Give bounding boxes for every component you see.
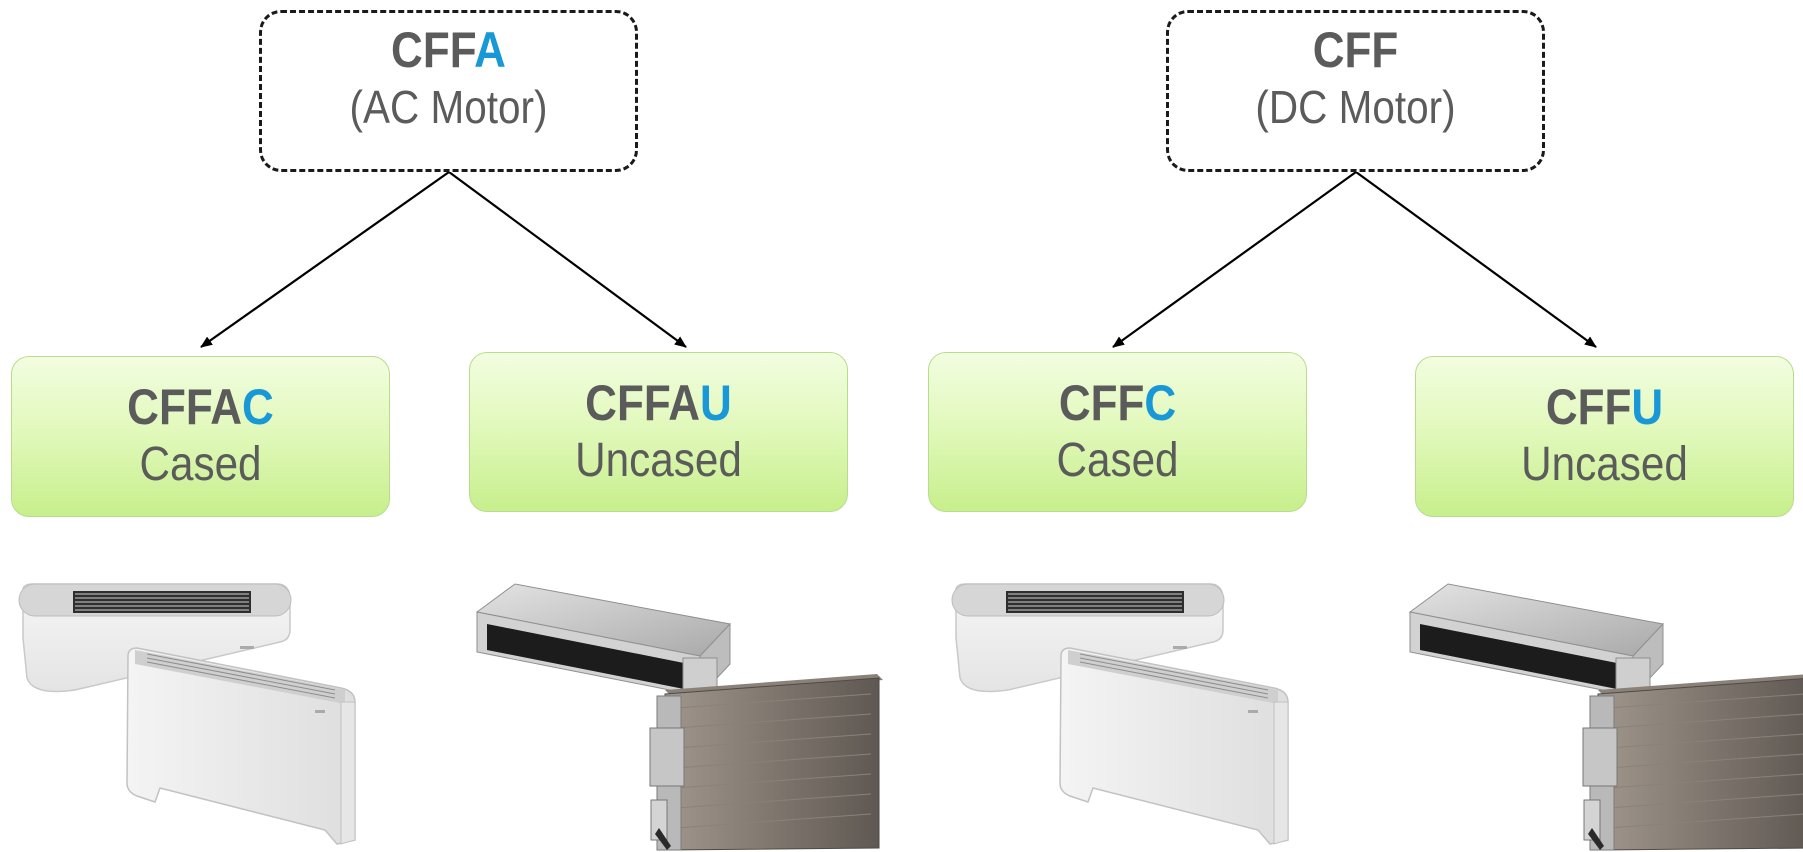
arrow-cff-to-cffu xyxy=(1355,171,1597,348)
uncased-units-image xyxy=(475,583,883,851)
arrow-cff-to-cffc xyxy=(1112,171,1357,348)
child-code: CFFAC xyxy=(127,379,274,435)
uncased-units-image xyxy=(1408,583,1803,851)
parent-motor-label: (DC Motor) xyxy=(1255,81,1456,133)
child-type-label: Uncased xyxy=(575,434,742,487)
child-type-label: Uncased xyxy=(1521,438,1688,491)
child-box-cffc: CFFC Cased xyxy=(928,352,1307,512)
child-type-label: Cased xyxy=(139,438,262,491)
child-box-cffau: CFFAU Uncased xyxy=(469,352,848,512)
cased-units-image xyxy=(18,583,356,845)
arrow-cffa-to-cffau xyxy=(448,171,687,348)
child-type-label: Cased xyxy=(1056,434,1179,487)
parent-code: CFF xyxy=(1312,22,1399,78)
child-code: CFFU xyxy=(1545,379,1664,435)
child-box-cffu: CFFU Uncased xyxy=(1415,356,1794,517)
parent-box-cffa: CFFA (AC Motor) xyxy=(259,10,638,172)
arrow-cffa-to-cffac xyxy=(200,171,450,348)
child-code: CFFC xyxy=(1058,375,1177,431)
child-code: CFFAU xyxy=(585,375,732,431)
cased-units-image xyxy=(951,583,1289,845)
parent-box-cff: CFF (DC Motor) xyxy=(1166,10,1545,172)
parent-code: CFFA xyxy=(391,22,506,78)
child-box-cffac: CFFAC Cased xyxy=(11,356,390,517)
parent-motor-label: (AC Motor) xyxy=(349,81,548,133)
